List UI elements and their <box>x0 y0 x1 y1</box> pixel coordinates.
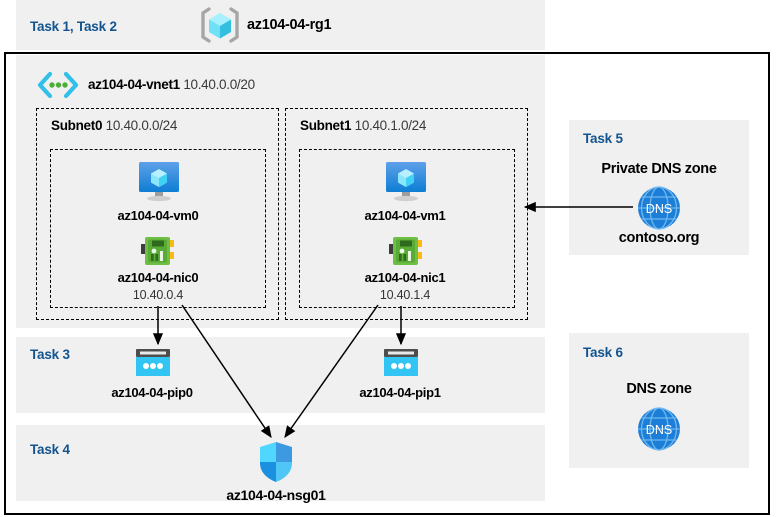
panel-vnet <box>16 55 545 328</box>
nic0-ip: 10.40.0.4 <box>132 288 184 302</box>
subnet1-container <box>285 108 528 320</box>
network-security-group-shield-icon <box>258 441 294 483</box>
subnet1-name: Subnet1 <box>300 118 352 133</box>
subnet0-name: Subnet0 <box>51 118 103 133</box>
virtual-machine-icon <box>136 160 182 202</box>
resource-group-cube-icon <box>199 6 241 44</box>
dns-icon-text: DNS <box>646 202 672 216</box>
resource-group-name: az104-04-rg1 <box>247 17 332 33</box>
virtual-network-icon <box>36 71 80 99</box>
subnet0-header: Subnet0 10.40.0.0/24 <box>51 118 177 133</box>
vm1-name: az104-04-vm1 <box>364 208 446 223</box>
nic0-name: az104-04-nic0 <box>117 270 199 285</box>
nic1-ip: 10.40.1.4 <box>379 288 431 302</box>
vm0-name: az104-04-vm0 <box>117 208 199 223</box>
nsg-name: az104-04-nsg01 <box>226 487 326 503</box>
dns-globe-icon: DNS <box>637 407 681 451</box>
nic1-name: az104-04-nic1 <box>364 270 446 285</box>
subnet0-cidr: 10.40.0.0/24 <box>105 118 178 133</box>
dns-icon-text: DNS <box>646 423 672 437</box>
network-interface-icon <box>141 236 175 266</box>
subnet1-header: Subnet1 10.40.1.0/24 <box>300 118 426 133</box>
pip0-name: az104-04-pip0 <box>111 385 193 400</box>
task-label-1-2: Task 1, Task 2 <box>30 19 117 34</box>
task-label-5: Task 5 <box>583 131 623 146</box>
vnet-header: az104-04-vnet1 10.40.0.0/20 <box>88 77 255 92</box>
panel-task-3 <box>16 337 545 413</box>
task-label-4: Task 4 <box>30 442 70 457</box>
private-dns-zone-name: contoso.org <box>618 230 700 246</box>
virtual-machine-icon <box>383 160 429 202</box>
public-ip-address-icon <box>135 348 171 378</box>
network-interface-icon <box>389 236 423 266</box>
public-dns-heading: DNS zone <box>626 381 692 397</box>
panel-task-1-2 <box>16 0 545 50</box>
pip1-name: az104-04-pip1 <box>359 385 441 400</box>
public-ip-address-icon <box>383 348 419 378</box>
subnet1-resources-box <box>299 149 515 308</box>
task-label-6: Task 6 <box>583 345 623 360</box>
dns-globe-icon: DNS <box>637 186 681 230</box>
task-label-3: Task 3 <box>30 347 70 362</box>
subnet1-cidr: 10.40.1.0/24 <box>354 118 427 133</box>
vnet-cidr: 10.40.0.0/20 <box>183 77 255 92</box>
private-dns-heading: Private DNS zone <box>601 161 717 177</box>
vnet-name: az104-04-vnet1 <box>88 77 180 92</box>
